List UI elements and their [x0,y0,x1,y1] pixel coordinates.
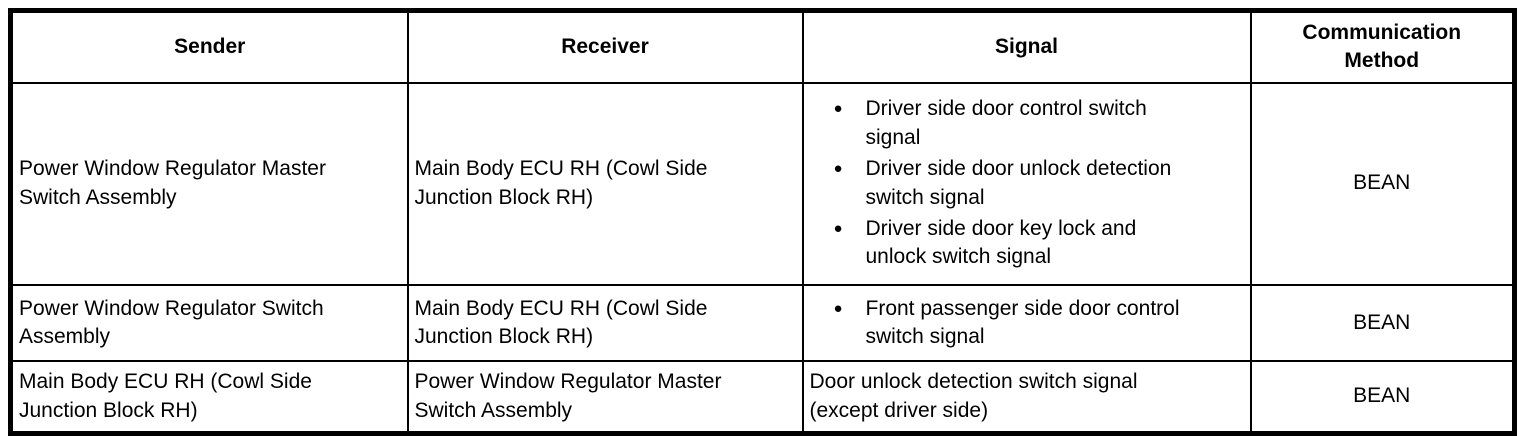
signal-list: ● Front passenger side door control swit… [808,295,1246,352]
col-header-receiver: Receiver [406,9,804,84]
communication-method-cell: BEAN [1249,360,1516,435]
signal-item-label: Door unlock detection switch signal (exc… [809,370,1138,422]
signal-cell: ● Front passenger side door control swit… [801,283,1252,363]
signal-list: ● Driver side door control switch signal… [808,95,1246,271]
signal-item: ● Driver side door control switch signal [834,95,1246,152]
signal-cell: ● Driver side door control switch signal… [801,81,1252,286]
receiver-cell: Main Body ECU RH (Cowl Side Junction Blo… [406,81,804,286]
sender-cell: Main Body ECU RH (Cowl Side Junction Blo… [9,360,409,435]
col-header-sender: Sender [9,9,409,84]
signal-item-label: Driver side door unlock detection switch… [865,157,1172,209]
signal-item-label: Driver side door control switch signal [865,97,1147,149]
table-row: Power Window Regulator Master Switch Ass… [9,81,1516,286]
signal-item-label: Driver side door key lock and unlock swi… [865,216,1137,269]
communication-method-cell: BEAN [1249,283,1516,363]
receiver-cell: Main Body ECU RH (Cowl Side Junction Blo… [406,283,804,363]
sender-cell: Power Window Regulator Master Switch Ass… [9,81,409,286]
communication-table: Sender Receiver Signal Communication Met… [8,8,1517,436]
receiver-cell: Power Window Regulator Master Switch Ass… [406,360,804,435]
bullet-icon: ● [833,219,843,237]
table-row: Main Body ECU RH (Cowl Side Junction Blo… [9,360,1516,435]
col-header-signal: Signal [801,9,1252,84]
table-row: Power Window Regulator Switch Assembly M… [9,283,1516,363]
sender-cell: Power Window Regulator Switch Assembly [9,283,409,363]
bullet-icon: ● [833,299,843,317]
col-header-communication-method: Communication Method [1249,9,1516,84]
communication-method-cell: BEAN [1249,81,1516,286]
signal-item-label: Front passenger side door control switch… [865,296,1180,348]
bullet-icon: ● [833,160,843,178]
bullet-icon: ● [833,100,843,118]
signal-item: ● Front passenger side door control swit… [834,295,1246,352]
header-row: Sender Receiver Signal Communication Met… [9,9,1516,84]
signal-cell: Door unlock detection switch signal (exc… [801,360,1252,435]
signal-item: ● Driver side door unlock detection swit… [834,155,1246,212]
signal-item: ● Driver side door key lock and unlock s… [834,215,1246,272]
